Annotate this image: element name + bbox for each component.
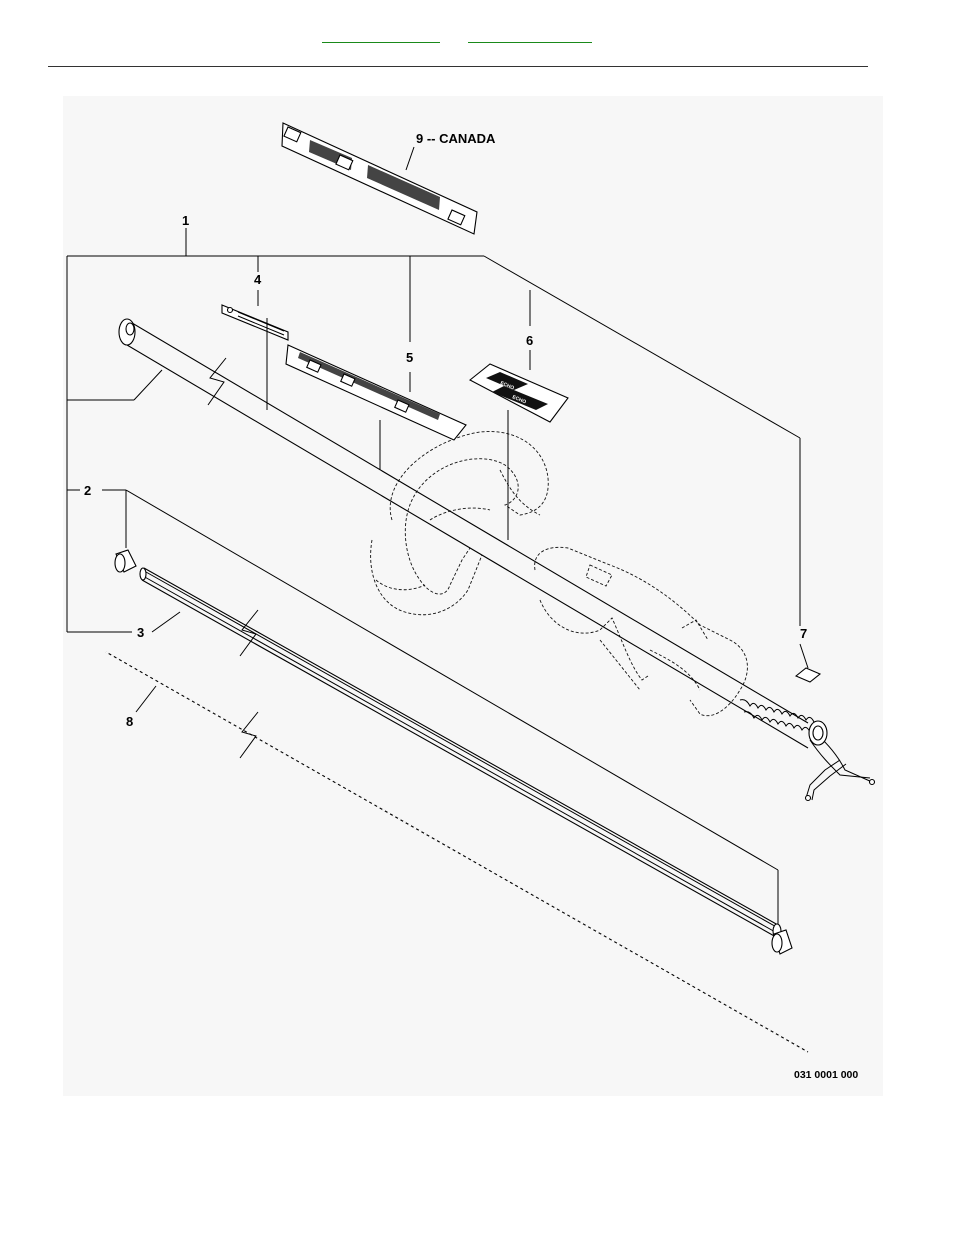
- callout-8: 8: [126, 714, 133, 729]
- callout-6: 6: [526, 333, 533, 348]
- drive-shaft-liner: [140, 568, 781, 938]
- throttle-cable: [740, 700, 875, 801]
- callout-1: 1: [182, 213, 189, 228]
- callout-9: 9 -- CANADA: [416, 131, 496, 146]
- leader-lines: [67, 147, 808, 924]
- callout-5: 5: [406, 350, 413, 365]
- small-plate: [796, 668, 820, 682]
- handle-assembly-outline: [371, 432, 748, 716]
- bushing-left: [115, 550, 136, 572]
- callout-4: 4: [254, 272, 262, 287]
- drive-cable: [106, 652, 808, 1052]
- callout-2: 2: [84, 483, 91, 498]
- decal-brand: ECHO ECHO: [470, 364, 568, 422]
- decal-instruction: [286, 345, 466, 440]
- shaft-tube: [119, 319, 827, 748]
- callout-3: 3: [137, 625, 144, 640]
- callout-7: 7: [800, 626, 807, 641]
- bushing-right: [772, 930, 792, 954]
- decal-warning: [222, 305, 288, 340]
- drawing-number: 031 0001 000: [794, 1069, 858, 1081]
